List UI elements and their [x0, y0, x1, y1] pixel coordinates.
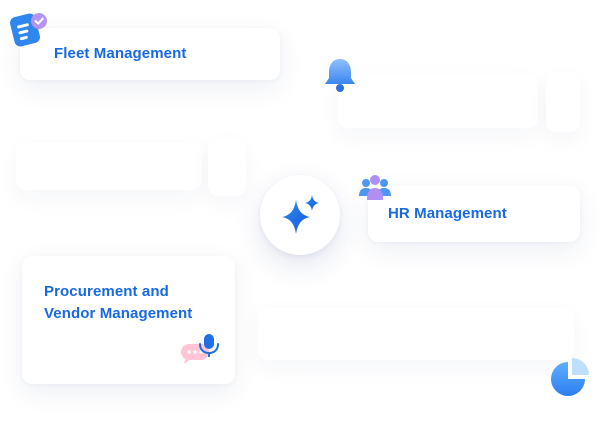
people-group-icon: [358, 172, 392, 204]
procurement-label-line1: Procurement and: [44, 283, 169, 300]
placeholder-card-right-top-small: [546, 72, 580, 132]
document-list-icon: [8, 10, 50, 48]
hr-management-label: HR Management: [388, 205, 507, 222]
pie-chart-icon: [550, 354, 594, 396]
fleet-management-card[interactable]: Fleet Management: [20, 28, 280, 80]
bell-icon: [322, 56, 358, 94]
hr-management-card[interactable]: HR Management: [368, 186, 580, 242]
procurement-label-line2: Vendor Management: [44, 305, 193, 322]
placeholder-card-right-top: [338, 74, 538, 128]
fleet-management-label: Fleet Management: [54, 45, 187, 62]
placeholder-card-left-middle-small: [208, 138, 246, 196]
chat-bubble-icon: [180, 342, 212, 366]
placeholder-card-left-middle: [16, 142, 202, 190]
center-ai-circle[interactable]: [260, 175, 340, 255]
placeholder-card-bottom-right: [258, 308, 574, 360]
microphone-icon: [198, 333, 220, 359]
procurement-vendor-card[interactable]: Procurement and Vendor Management: [22, 256, 235, 384]
sparkle-icon: [282, 195, 319, 234]
